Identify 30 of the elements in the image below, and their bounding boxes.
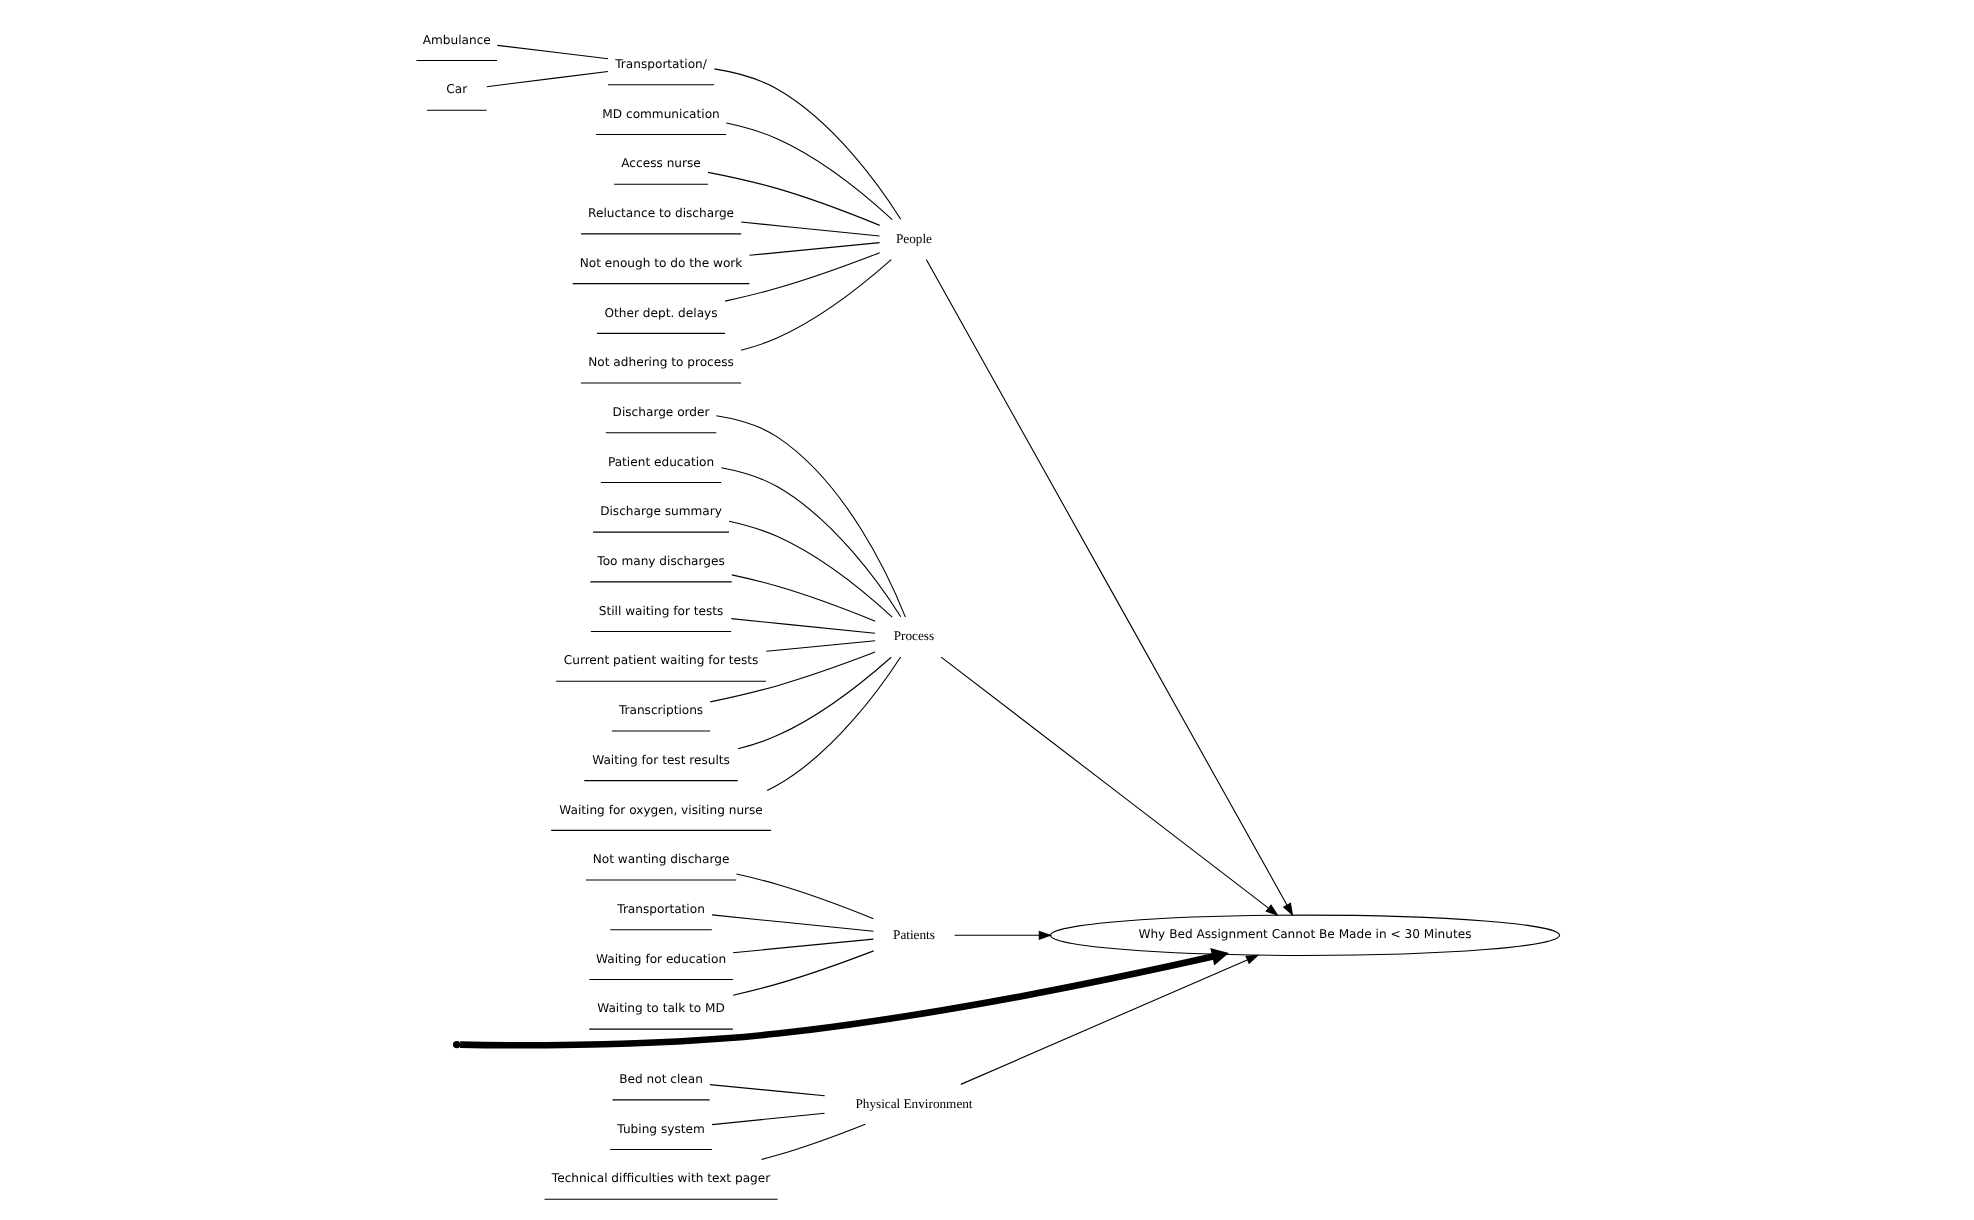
connector [736,656,891,750]
connector [719,467,901,618]
connector [731,938,873,954]
connector [731,950,874,996]
connector [708,1084,825,1097]
connector [723,252,880,302]
connector [712,68,901,220]
connector [710,914,873,932]
connector [730,574,875,622]
connector [714,415,905,618]
connector [764,640,875,652]
connector [739,221,880,237]
connector [710,1112,825,1126]
connector [747,242,880,256]
arrow [939,656,1278,916]
connector [706,171,880,226]
connector [727,520,892,618]
arrow [952,930,1051,940]
connector [760,1123,865,1160]
connector [739,259,891,351]
connector [495,44,608,60]
connector [724,122,892,221]
arrow [959,954,1259,1085]
connector [485,70,608,88]
connector [729,618,875,634]
arrow [924,258,1293,917]
connector [734,873,873,920]
connector [708,651,875,703]
arrow [459,947,1228,1049]
connector [765,656,901,791]
